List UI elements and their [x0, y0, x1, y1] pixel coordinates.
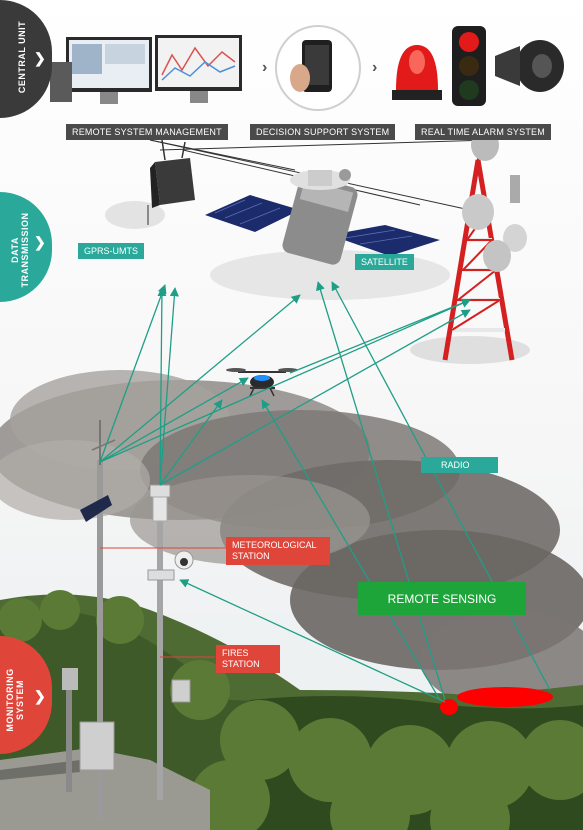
- fires-station-mast-illustration: [147, 484, 194, 800]
- chevron-right-icon: ›: [262, 59, 267, 76]
- camera-box-illustration: [62, 668, 78, 690]
- section-label-data-transmission: DATA TRANSMISSION: [10, 212, 30, 288]
- pole-illustration: [66, 672, 72, 792]
- smartphone-illustration: [275, 25, 361, 111]
- forest: [0, 590, 583, 830]
- alarm-devices-illustration: [392, 26, 564, 106]
- drone-illustration: [226, 368, 298, 397]
- label-gprs-umts: GPRS-UMTS: [78, 243, 144, 259]
- signal-arrows: [99, 281, 551, 703]
- label-remote-sensing: REMOTE SENSING: [358, 582, 526, 615]
- fire-hotspot-small: [440, 699, 458, 715]
- fire-hotspot-large: [457, 687, 553, 707]
- label-fires-station: FIRES STATION: [216, 645, 280, 673]
- label-real-time-alarm-system: REAL TIME ALARM SYSTEM: [415, 124, 551, 140]
- gprs-modem-illustration: [105, 139, 195, 229]
- monitors-illustration: [50, 35, 242, 104]
- radio-tower-illustration: [410, 129, 530, 364]
- label-satellite: SATELLITE: [355, 254, 414, 270]
- meteorological-mast-illustration: [79, 420, 116, 820]
- chevron-right-icon: ❯: [34, 688, 46, 704]
- chevron-right-icon: ❯: [34, 234, 46, 250]
- chevron-right-icon: ›: [372, 59, 377, 76]
- label-meteorological-station: METEOROLOGICAL STATION: [226, 537, 330, 565]
- label-radio: RADIO: [421, 457, 498, 473]
- label-decision-support-system: DECISION SUPPORT SYSTEM: [250, 124, 396, 140]
- satellite-illustration: [205, 169, 450, 300]
- section-label-monitoring-system: MONITORING SYSTEM: [5, 668, 25, 732]
- section-label-central-unit: CENTRAL UNIT: [17, 20, 28, 94]
- label-remote-system-management: REMOTE SYSTEM MANAGEMENT: [66, 124, 228, 140]
- chevron-right-icon: ❯: [34, 50, 46, 66]
